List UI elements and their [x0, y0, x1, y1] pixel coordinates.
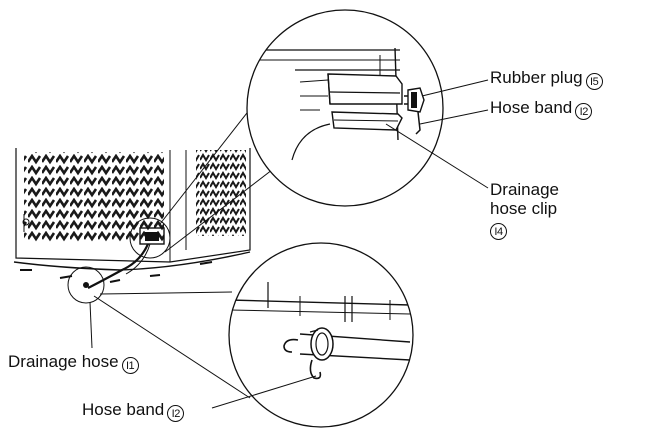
leader-lines [89, 79, 489, 409]
label-hose-band-bottom-text: Hose band [82, 400, 165, 419]
label-rubber-plug-text: Rubber plug [490, 68, 583, 87]
detail-circle-bottom [228, 242, 414, 428]
part-number-badge: I5 [585, 73, 603, 90]
label-drainage-clip-line2: hose clip [490, 199, 558, 218]
outdoor-unit [13, 148, 251, 304]
label-hose-band-top-text: Hose band [490, 98, 573, 117]
part-number-badge: I2 [575, 103, 593, 120]
unit-grille-left [24, 152, 164, 242]
label-drainage-hose-clip: Drainage hose clip I4 [490, 180, 559, 240]
part-number-badge: I1 [121, 357, 139, 374]
label-drainage-hose-text: Drainage hose [8, 352, 119, 371]
part-number-badge: I2 [167, 405, 185, 422]
drainage-hose-path [87, 243, 150, 289]
part-number-badge: I4 [490, 223, 507, 240]
detail-circle-top [246, 9, 444, 207]
label-drainage-clip-line1: Drainage [490, 180, 559, 199]
